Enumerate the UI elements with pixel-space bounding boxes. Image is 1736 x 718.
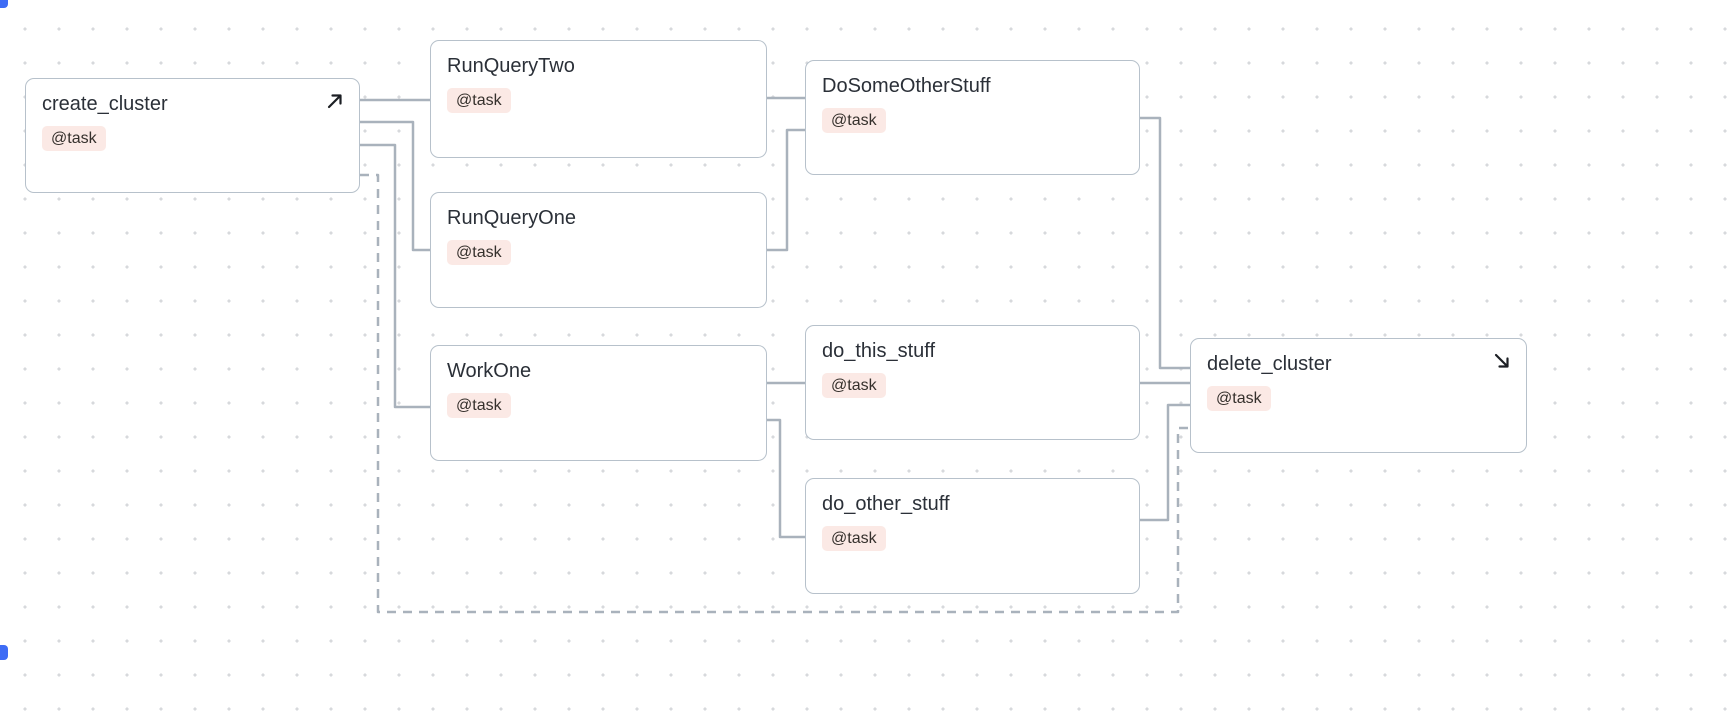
task-badge: @task (822, 526, 886, 552)
node-title: RunQueryTwo (447, 55, 575, 77)
arrow-down-right-icon (1492, 351, 1512, 371)
edge-create_cluster-delete_cluster[interactable] (360, 173, 1190, 614)
edge-WorkOne-do_other_stuff[interactable] (767, 418, 805, 539)
edge-RunQueryOne-DoSomeOtherStuff[interactable] (767, 128, 805, 252)
node-RunQueryTwo[interactable]: RunQueryTwo @task (430, 40, 767, 158)
node-title: WorkOne (447, 360, 532, 382)
node-do_other_stuff[interactable]: do_other_stuff @task (805, 478, 1140, 594)
node-DoSomeOtherStuff[interactable]: DoSomeOtherStuff @task (805, 60, 1140, 175)
task-badge: @task (822, 108, 886, 134)
task-badge: @task (822, 373, 886, 399)
task-badge: @task (447, 88, 511, 114)
node-title: create_cluster (42, 93, 168, 115)
node-do_this_stuff[interactable]: do_this_stuff @task (805, 325, 1140, 440)
edge-DoSomeOtherStuff-delete_cluster[interactable] (1140, 116, 1190, 370)
node-title: do_this_stuff (822, 340, 936, 362)
canvas-accent-top-left (0, 0, 8, 8)
node-title: RunQueryOne (447, 207, 576, 229)
node-create_cluster[interactable]: create_cluster @task (25, 78, 360, 193)
arrow-up-right-icon (325, 91, 345, 111)
node-delete_cluster[interactable]: delete_cluster @task (1190, 338, 1527, 453)
node-title: do_other_stuff (822, 493, 950, 515)
task-badge: @task (447, 240, 511, 266)
task-badge: @task (447, 393, 511, 419)
edge-create_cluster-RunQueryOne[interactable] (360, 120, 430, 252)
task-badge: @task (42, 126, 106, 152)
node-title: delete_cluster (1207, 353, 1332, 375)
edge-create_cluster-WorkOne[interactable] (360, 143, 430, 409)
edge-do_other_stuff-delete_cluster[interactable] (1140, 403, 1190, 522)
node-WorkOne[interactable]: WorkOne @task (430, 345, 767, 461)
node-title: DoSomeOtherStuff (822, 75, 991, 97)
canvas-accent-bottom-left (0, 645, 8, 660)
task-badge: @task (1207, 386, 1271, 412)
node-RunQueryOne[interactable]: RunQueryOne @task (430, 192, 767, 308)
